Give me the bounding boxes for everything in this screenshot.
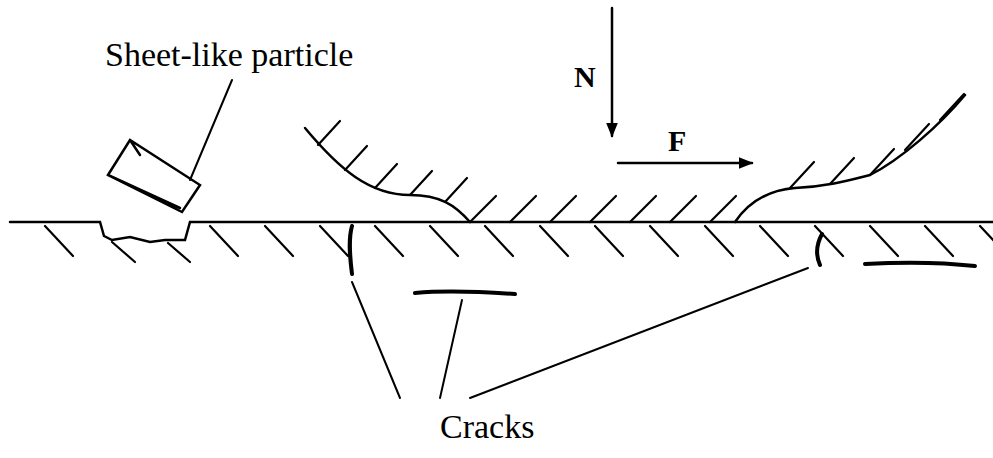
crack xyxy=(350,226,352,274)
hatch-stroke xyxy=(980,226,993,256)
hatch-stroke xyxy=(550,196,576,222)
hatch-stroke xyxy=(595,226,623,256)
sheet-particle xyxy=(108,140,200,212)
hatch-stroke xyxy=(375,226,403,256)
hatch-stroke xyxy=(760,226,788,256)
hatch-stroke xyxy=(790,162,814,188)
hatch-stroke xyxy=(870,226,898,256)
crack xyxy=(865,263,975,266)
hatch-stroke xyxy=(925,226,953,256)
part-label: Sheet-like particle xyxy=(105,38,353,72)
surface-line xyxy=(10,222,993,242)
hatch-stroke xyxy=(470,196,496,222)
hatch-stroke xyxy=(320,226,348,256)
crack xyxy=(817,234,822,265)
counterface-left xyxy=(305,128,470,222)
force-label: N xyxy=(574,62,596,92)
hatch-stroke xyxy=(445,178,467,202)
hatch-stroke xyxy=(710,196,736,222)
leader-line xyxy=(440,300,462,398)
hatch-stroke xyxy=(870,149,894,175)
hatch-stroke xyxy=(705,226,733,256)
hatch-stroke xyxy=(670,196,696,222)
hatch-stroke xyxy=(830,158,854,184)
hatch-stroke xyxy=(430,226,458,256)
force-label: F xyxy=(668,126,686,156)
hatch-stroke xyxy=(345,146,367,170)
hatch-stroke xyxy=(590,196,616,222)
hatch-stroke xyxy=(45,226,73,256)
hatch-stroke xyxy=(940,94,964,120)
force-arrow-f xyxy=(618,162,752,165)
part-label: Cracks xyxy=(440,410,534,444)
hatching xyxy=(45,94,993,262)
hatch-stroke xyxy=(168,243,190,262)
hatch-stroke xyxy=(540,226,568,256)
hatch-stroke xyxy=(375,164,397,188)
hatch-stroke xyxy=(210,226,238,256)
hatch-stroke xyxy=(510,196,536,222)
hatch-stroke xyxy=(318,121,340,145)
leader-line xyxy=(470,268,808,398)
leader-line xyxy=(190,80,232,180)
counterface-right xyxy=(735,95,965,222)
hatch-stroke xyxy=(410,171,432,195)
hatch-stroke xyxy=(485,226,513,256)
hatch-stroke xyxy=(112,242,135,262)
hatch-stroke xyxy=(815,226,843,256)
hatch-stroke xyxy=(905,124,929,150)
hatch-stroke xyxy=(650,226,678,256)
hatch-stroke xyxy=(630,196,656,222)
force-arrow-n xyxy=(611,8,614,136)
hatch-stroke xyxy=(265,226,293,256)
crack xyxy=(415,291,515,294)
leader-line xyxy=(352,282,400,398)
